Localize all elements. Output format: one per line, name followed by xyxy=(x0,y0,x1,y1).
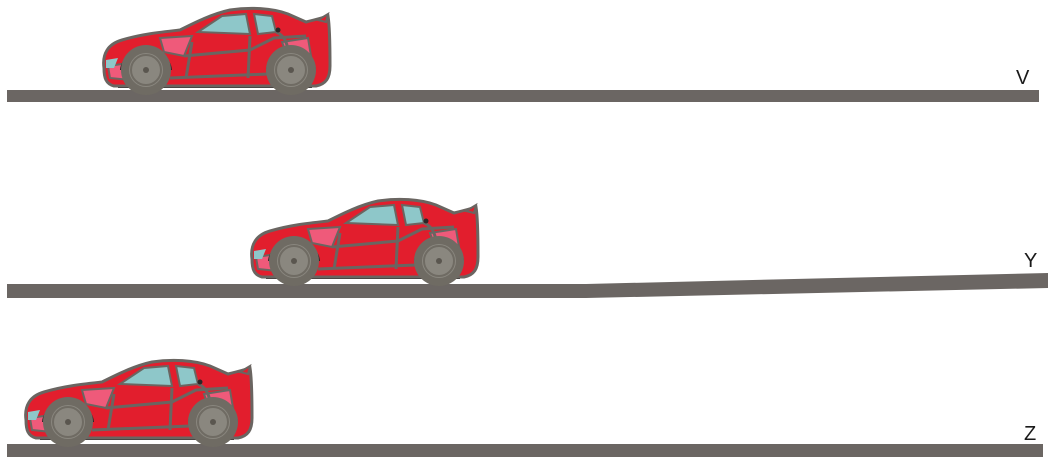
track-v-label: V xyxy=(1016,67,1030,89)
track-y-surface xyxy=(7,273,1048,298)
track-z: Z xyxy=(7,360,1043,457)
track-v: V xyxy=(7,8,1039,102)
track-y: Y xyxy=(7,199,1048,298)
car-y-icon xyxy=(252,199,478,286)
track-y-label: Y xyxy=(1024,250,1037,272)
track-z-surface xyxy=(7,444,1043,457)
track-z-label: Z xyxy=(1024,423,1036,445)
track-v-surface xyxy=(7,90,1039,102)
car-v-icon xyxy=(104,8,330,95)
car-z-icon xyxy=(26,360,252,447)
